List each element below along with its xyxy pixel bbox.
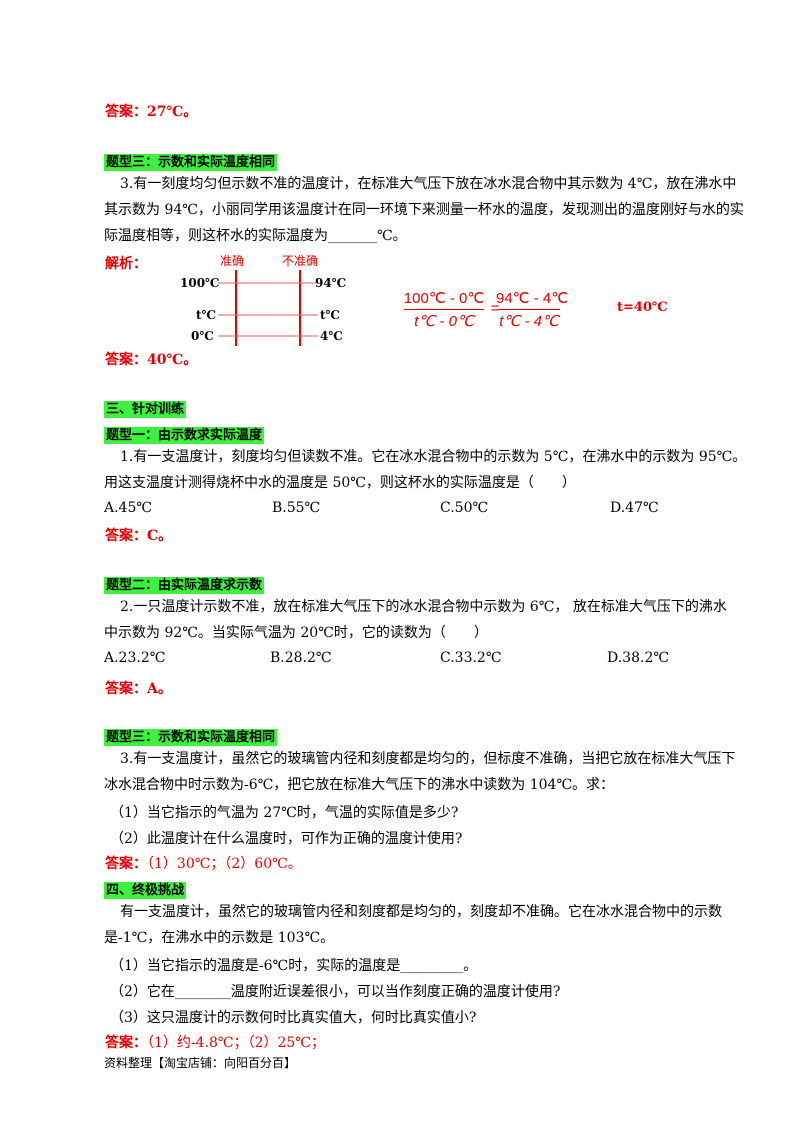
option: C.50℃ xyxy=(440,500,489,516)
answer-row: 答案：27℃。 xyxy=(105,101,197,121)
answer-row: 答案：（1）约-4.8℃；（2）25℃； xyxy=(105,1032,325,1052)
answer-label: 答案： xyxy=(105,681,147,697)
answer-label: 答案： xyxy=(105,104,147,120)
question-line: 3.有一刻度均匀但示数不准的温度计，在标准大气压下放在冰水混合物中其示数为 4℃… xyxy=(120,176,737,192)
fraction-right-numerator: 94℃ - 4℃ xyxy=(496,290,569,307)
inaccurate-label: 不准确 xyxy=(282,254,319,268)
diagram-lines xyxy=(218,270,318,346)
question-line: 冰水混合物中时示数为-6℃，把它放在标准大气压下的沸水中读数为 104℃。求： xyxy=(104,777,615,793)
heading-text: 题型三：示数和实际温度相同 xyxy=(104,729,278,746)
sub-question: （2）它在________温度附近误差很小，可以当作刻度正确的温度计使用? xyxy=(110,984,561,1000)
answer-label: 答案： xyxy=(105,1035,147,1051)
answer-value: 40℃。 xyxy=(147,352,198,368)
answer-row: 答案：C。 xyxy=(105,525,172,545)
answer-value: C。 xyxy=(147,528,173,544)
sub-question: （1）当它指示的气温为 27℃时，气温的实际值是多少? xyxy=(110,805,459,821)
option: A.23.2℃ xyxy=(104,650,166,666)
right-label-94: 94℃ xyxy=(315,276,347,290)
question-line: 3.有一支温度计，虽然它的玻璃管内径和刻度都是均匀的，但标度不准确，当把它放在标… xyxy=(120,751,736,767)
section-heading: 题型二：由实际温度求示数 xyxy=(104,574,265,594)
question-line: 是-1℃，在沸水中的示数是 103℃。 xyxy=(104,930,335,946)
left-label-100: 100℃ xyxy=(180,276,220,290)
question-line: 用这支温度计测得烧杯中水的温度是 50℃，则这杯水的实际温度是（ ） xyxy=(104,475,576,491)
question-line: 有一支温度计，虽然它的玻璃管内径和刻度都是均匀的，刻度却不准确。它在冰水混合物中… xyxy=(120,904,722,920)
section-heading: 题型三：示数和实际温度相同 xyxy=(104,151,278,171)
answer-row: 答案：40℃。 xyxy=(105,349,197,369)
answer-value: （1）约-4.8℃；（2）25℃； xyxy=(147,1035,325,1051)
section-heading: 题型三：示数和实际温度相同 xyxy=(104,726,278,746)
section-heading: 四、终极挑战 xyxy=(104,879,187,899)
option: C.33.2℃ xyxy=(440,650,502,666)
fraction-bar xyxy=(498,309,560,310)
fraction-left-numerator: 100℃ - 0℃ xyxy=(403,290,485,307)
fraction-right-denominator: t℃ - 4℃ xyxy=(499,313,559,330)
option: D.38.2℃ xyxy=(607,650,670,666)
equals-sign: = xyxy=(490,300,500,317)
heading-text: 题型二：由实际温度求示数 xyxy=(104,577,265,594)
sub-question: （2）此温度计在什么温度时，可作为正确的温度计使用? xyxy=(110,831,463,847)
accurate-label: 准确 xyxy=(220,254,245,268)
question-line: 其示数为 94℃，小丽同学用该温度计在同一环境下来测量一杯水的温度，发现测出的温… xyxy=(104,202,744,218)
answer-row: 答案：（1）30℃；（2）60℃。 xyxy=(105,853,302,873)
option: D.47℃ xyxy=(610,500,659,516)
question-line: 2.一只温度计示数不准，放在标准大气压下的冰水混合物中示数为 6℃， 放在标准大… xyxy=(120,599,727,615)
right-label-4: 4℃ xyxy=(320,329,343,343)
heading-text: 题型三：示数和实际温度相同 xyxy=(104,154,278,171)
section-heading: 题型一：由示数求实际温度 xyxy=(104,424,265,444)
sub-question: （3）这只温度计的示数何时比真实值大，何时比真实值小? xyxy=(110,1010,477,1026)
question-line: 中示数为 92℃。当实际气温为 20℃时，它的读数为（ ） xyxy=(104,625,488,641)
analysis-label: 解析： xyxy=(105,256,147,272)
left-label-t: t℃ xyxy=(196,308,216,322)
answer-label: 答案： xyxy=(105,352,147,368)
answer-value: （1）30℃；（2）60℃。 xyxy=(147,856,302,872)
formula-result: t=40℃ xyxy=(617,300,668,315)
sub-question: （1）当它指示的温度是-6℃时，实际的温度是_________。 xyxy=(110,958,478,974)
answer-value: A。 xyxy=(147,681,172,697)
answer-label: 答案： xyxy=(105,528,147,544)
option: B.28.2℃ xyxy=(270,650,332,666)
heading-text: 三、针对训练 xyxy=(104,401,187,418)
question-line: 际温度相等，则这杯水的实际温度为_______℃。 xyxy=(104,228,407,244)
answer-value: 27℃。 xyxy=(147,104,198,120)
right-label-t: t℃ xyxy=(320,308,340,322)
fraction-bar xyxy=(404,309,484,310)
fraction-left-denominator: t℃ - 0℃ xyxy=(414,313,474,330)
option: A.45℃ xyxy=(104,500,153,516)
heading-text: 四、终极挑战 xyxy=(104,882,187,899)
answer-label: 答案： xyxy=(105,856,147,872)
section-heading: 三、针对训练 xyxy=(104,398,187,418)
footer-text: 资料整理【淘宝店铺：向阳百分百】 xyxy=(104,1056,297,1070)
answer-row: 答案：A。 xyxy=(105,678,172,698)
heading-text: 题型一：由示数求实际温度 xyxy=(104,427,265,444)
left-label-0: 0℃ xyxy=(191,329,214,343)
question-line: 1.有一支温度计，刻度均匀但读数不准。它在冰水混合物中的示数为 5℃，在沸水中的… xyxy=(120,449,747,465)
option: B.55℃ xyxy=(272,500,321,516)
